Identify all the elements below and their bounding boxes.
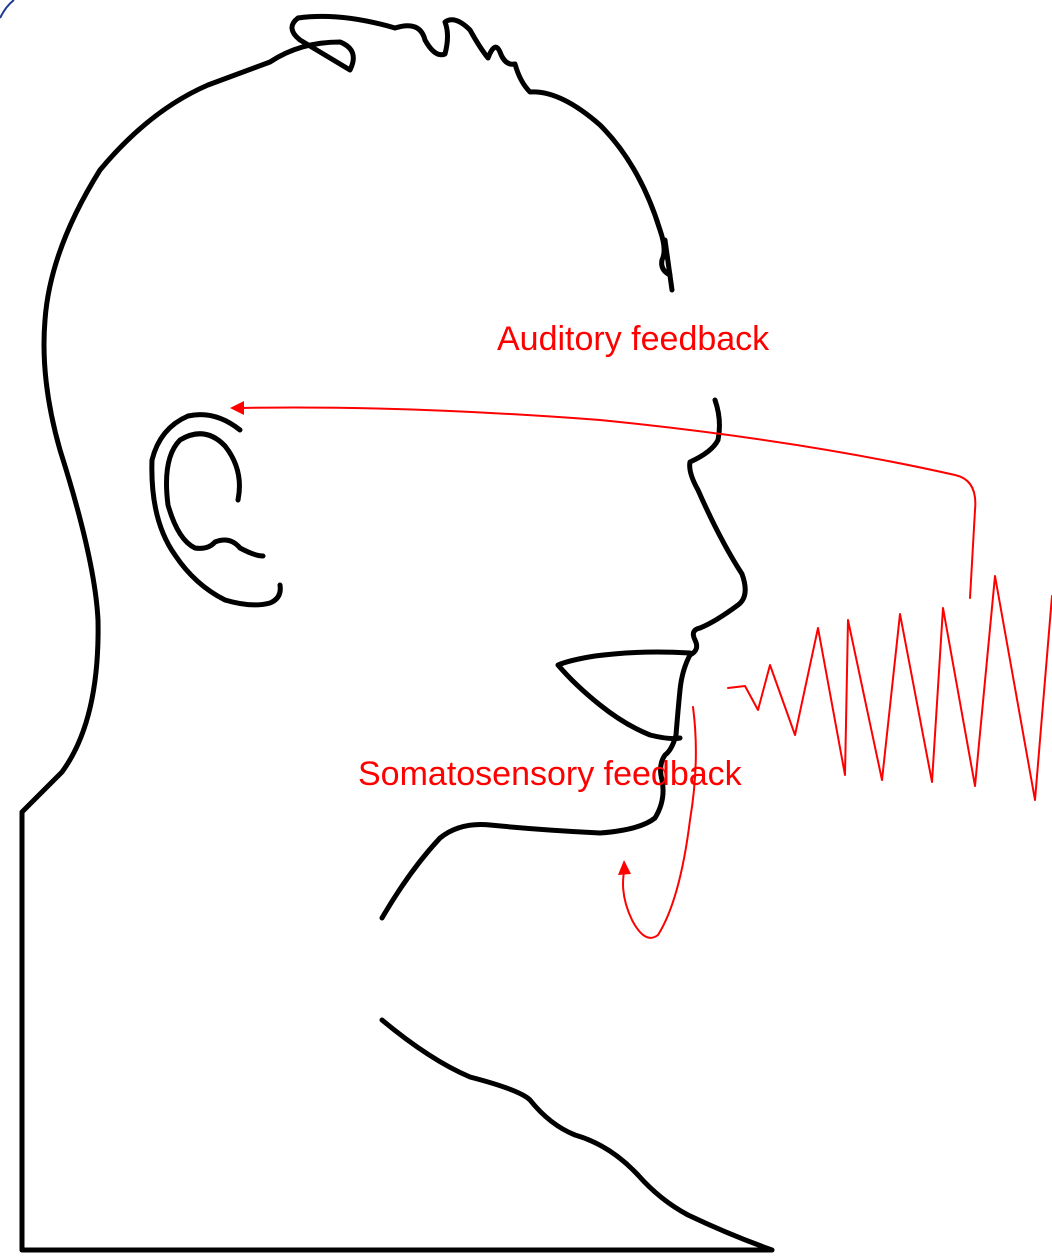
auditory-arrowhead xyxy=(230,401,244,415)
corner-accent-arc xyxy=(0,0,15,19)
head-outline-back xyxy=(19,13,673,1253)
somatosensory-feedback-arrow xyxy=(622,706,697,939)
somatosensory-arrowhead xyxy=(618,860,631,875)
head-outline-forehead xyxy=(662,237,675,293)
auditory-feedback-arrow xyxy=(239,406,977,599)
ear-outline xyxy=(149,412,283,608)
somatosensory-feedback-label: Somatosensory feedback xyxy=(358,755,743,793)
neck-outline xyxy=(19,1017,775,1253)
auditory-feedback-label: Auditory feedback xyxy=(497,320,770,358)
ear-inner-outline xyxy=(164,431,266,559)
chin-outline xyxy=(379,652,693,921)
head-outline-face xyxy=(687,397,748,658)
sound-wave xyxy=(727,575,1052,801)
tongue-outline xyxy=(555,649,693,742)
